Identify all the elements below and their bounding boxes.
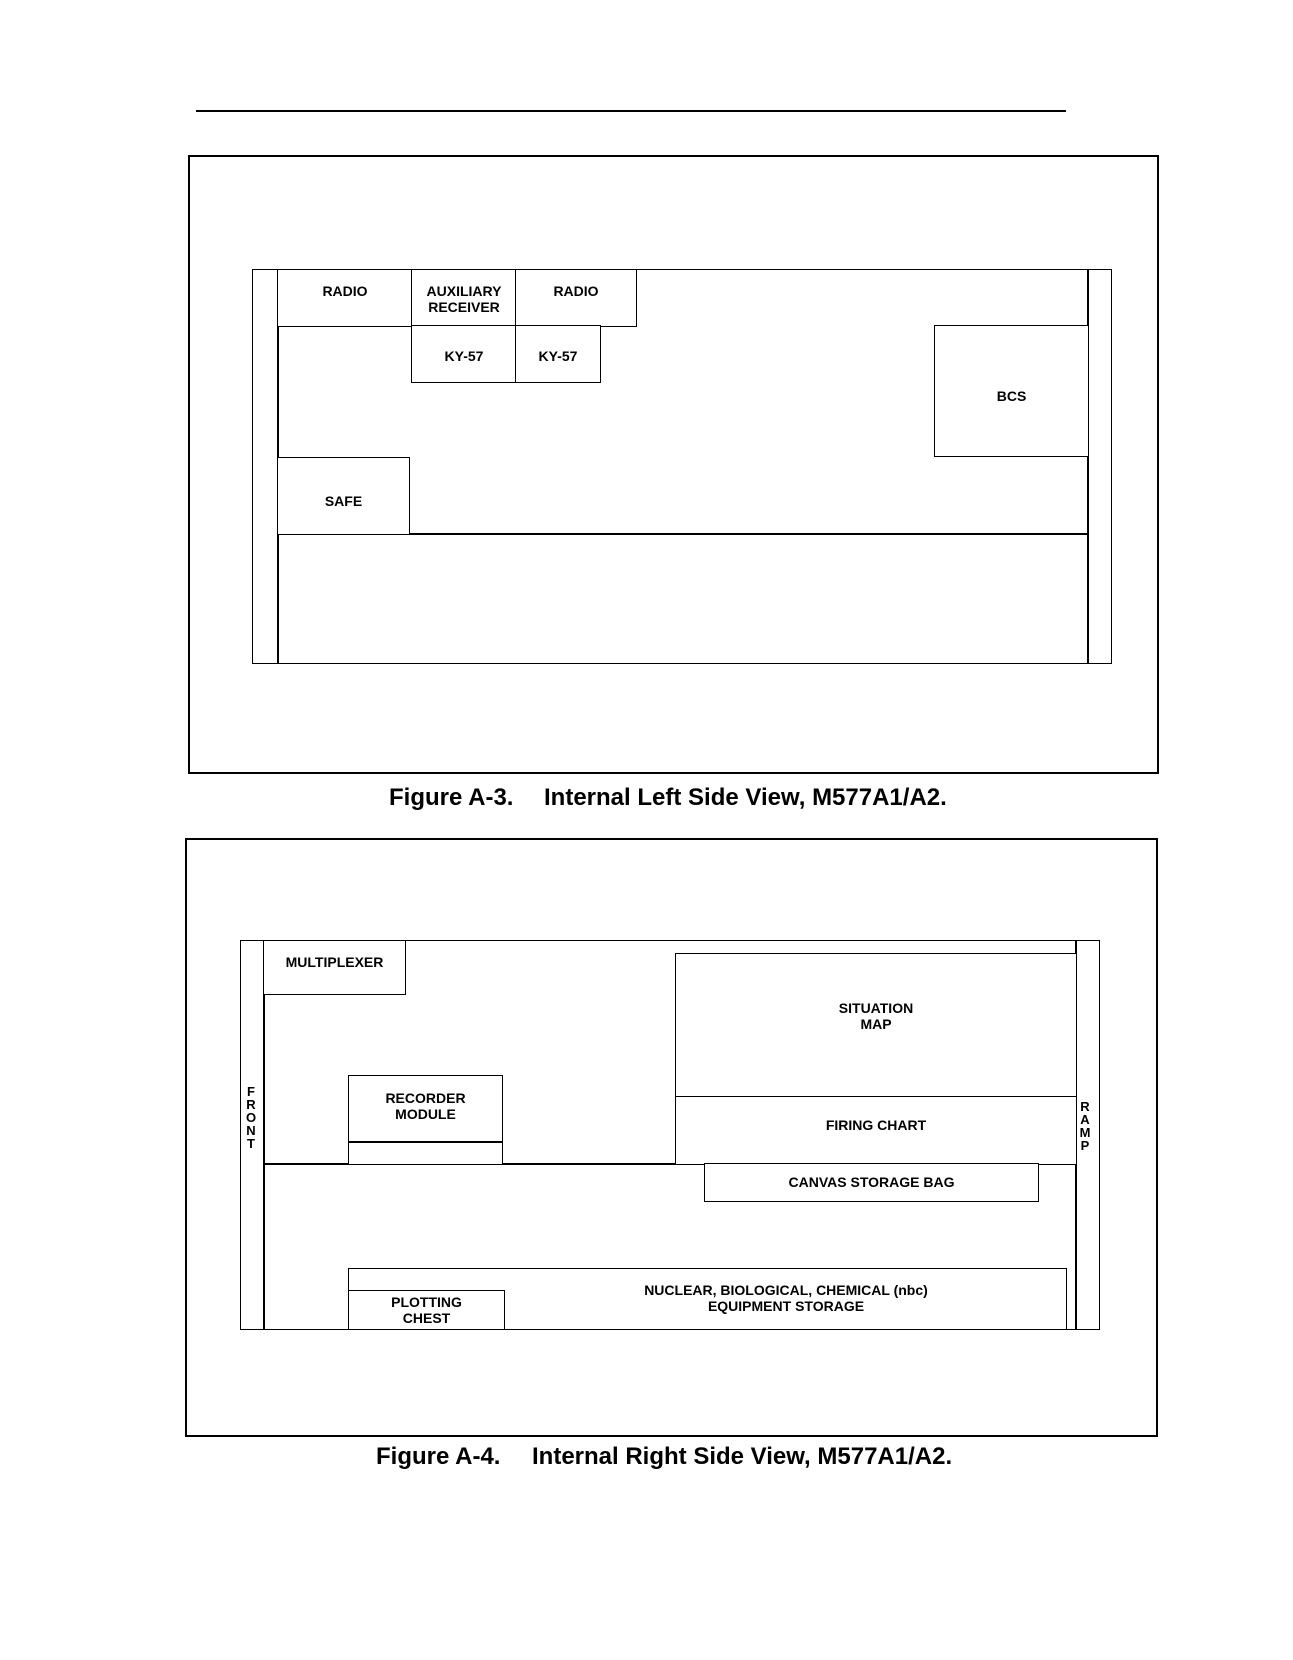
figure-a3-frame [188,155,1159,774]
figure-a4-frame [185,838,1158,1437]
a3-right-wall-line [1087,269,1089,664]
a4-canvas-storage-bag-label: CANVAS STORAGE BAG [788,1174,955,1190]
a4-canvas-storage-bag-box [704,1163,1039,1202]
a4-recorder-module-box [348,1075,503,1165]
a3-bcs-label: BCS [996,388,1027,404]
a3-ky57-right-label: KY-57 [538,348,578,364]
a4-situation-map-box [675,953,1077,1098]
a4-nbc-storage-label: NUCLEAR, BIOLOGICAL, CHEMICAL (nbc) EQUI… [644,1282,928,1314]
a3-safe-label: SAFE [324,493,363,509]
figure-a4-caption-number: Figure A-4. [376,1443,501,1470]
a4-recorder-module-divider [348,1141,503,1143]
a3-safe-box [277,457,410,535]
a4-ramp-label: RAMP [1079,1099,1091,1153]
a3-radio-right-label: RADIO [553,283,599,299]
figure-a4-caption-title: Internal Right Side View, M577A1/A2. [532,1443,953,1470]
a4-floor-line [263,1163,1077,1165]
a4-plotting-chest-box [348,1290,505,1330]
a4-situation-map-label: SITUATION MAP [838,1000,914,1032]
a4-left-wall-line [263,940,265,1330]
a3-aux-receiver-label: AUXILIARY RECEIVER [426,283,502,315]
a3-radio-right-box [515,269,637,327]
a4-multiplexer-box [263,940,406,995]
a3-bcs-box [934,325,1089,457]
a3-ky57-left-label: KY-57 [444,348,484,364]
a4-plotting-chest-label: PLOTTING CHEST [391,1294,462,1326]
a4-firing-chart-box [675,1096,1077,1165]
a3-floor-line [277,533,1089,535]
figure-a3-caption-title: Internal Left Side View, M577A1/A2. [544,784,947,811]
a4-recorder-module-label: RECORDER MODULE [385,1090,466,1122]
a3-aux-receiver-box [411,269,517,327]
a4-front-label: FRONT [245,1084,257,1151]
figure-a3-caption-number: Figure A-3. [389,784,514,811]
header-rule [196,110,1066,112]
a3-ky57-right-box [515,325,601,383]
a4-multiplexer-label: MULTIPLEXER [285,954,384,970]
a4-firing-chart-label: FIRING CHART [825,1117,927,1133]
a3-radio-left-label: RADIO [322,283,368,299]
